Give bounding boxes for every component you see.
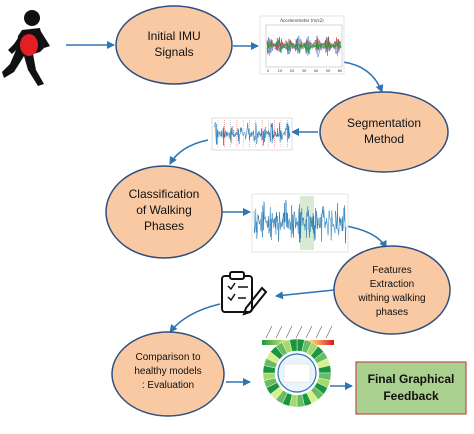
node-label-line: withing walking bbox=[357, 293, 425, 304]
imu-x-tick-label: 40 bbox=[314, 69, 318, 73]
pencil-icon bbox=[242, 286, 268, 316]
arrow-features-to-clipboard bbox=[275, 289, 335, 300]
feedback-label-line: Final Graphical bbox=[368, 372, 455, 386]
walking-phases-plot-thumbnail bbox=[251, 193, 349, 253]
node-label-line: Signals bbox=[154, 45, 193, 59]
node-label-line: Method bbox=[364, 132, 404, 146]
node-label-line: : Evaluation bbox=[142, 380, 194, 391]
flow-arrows bbox=[66, 41, 387, 390]
arrow-walking-to-features bbox=[345, 225, 387, 249]
node-label-line: Classification bbox=[129, 187, 200, 201]
node-label-line: of Walking bbox=[136, 203, 192, 217]
imu-x-tick-label: 0 bbox=[267, 69, 269, 73]
segmented-signal-thumbnail bbox=[211, 117, 293, 151]
node-label-line: Segmentation bbox=[347, 116, 421, 130]
imu-signal-traces bbox=[266, 34, 342, 58]
arrow-strip-to-classification bbox=[169, 139, 209, 165]
walking-phases-trace bbox=[253, 199, 347, 244]
segmented-signal-trace bbox=[213, 120, 291, 148]
arrow-plot-to-segmentation bbox=[342, 61, 384, 93]
node-features-extraction: Features Extraction withing walking phas… bbox=[333, 245, 451, 335]
signal-trace bbox=[266, 36, 342, 52]
imu-x-tick-label: 50 bbox=[326, 69, 330, 73]
imu-signals-plot-thumbnail: Accelerometer (m/s2) 0 10 20 30 40 50 60 bbox=[259, 15, 345, 75]
signal-trace bbox=[213, 122, 291, 146]
node-label-line: healthy models bbox=[134, 366, 201, 377]
node-label-line: Extraction bbox=[370, 279, 414, 290]
node-comparison-evaluation: Comparison to healthy models : Evaluatio… bbox=[111, 331, 225, 417]
highlighted-phase-band bbox=[300, 196, 314, 250]
node-label-line: Comparison to bbox=[135, 352, 200, 363]
imu-x-tick-label: 10 bbox=[278, 69, 282, 73]
imu-x-ticks: 0 10 20 30 40 50 60 bbox=[267, 69, 342, 73]
walking-person-icon bbox=[2, 10, 50, 86]
node-label-line: Features bbox=[372, 265, 411, 276]
evaluation-ring bbox=[262, 338, 332, 408]
imu-x-tick-label: 20 bbox=[290, 69, 294, 73]
arrow-clipboard-to-comparison bbox=[169, 303, 221, 333]
node-label-line: Initial IMU bbox=[147, 29, 200, 43]
node-label-line: Phases bbox=[144, 219, 184, 233]
signal-trace bbox=[266, 39, 342, 53]
imu-plot-title: Accelerometer (m/s2) bbox=[280, 18, 324, 23]
signal-trace bbox=[253, 199, 347, 244]
ring-center-legend bbox=[283, 363, 311, 383]
node-classification-walking-phases: Classification of Walking Phases bbox=[105, 165, 223, 259]
final-graphical-feedback-box: Final Graphical Feedback bbox=[355, 361, 467, 415]
feedback-label-line: Feedback bbox=[383, 389, 439, 403]
imu-x-tick-label: 30 bbox=[302, 69, 306, 73]
ring-segment bbox=[289, 338, 298, 352]
node-segmentation-method: Segmentation Method bbox=[319, 91, 449, 173]
imu-x-tick-label: 60 bbox=[338, 69, 342, 73]
node-initial-imu-signals: Initial IMU Signals bbox=[115, 5, 233, 85]
node-label-line: phases bbox=[376, 307, 408, 318]
evaluation-ring-chart-thumbnail bbox=[262, 325, 334, 408]
clipboard-checklist-icon bbox=[221, 271, 253, 313]
